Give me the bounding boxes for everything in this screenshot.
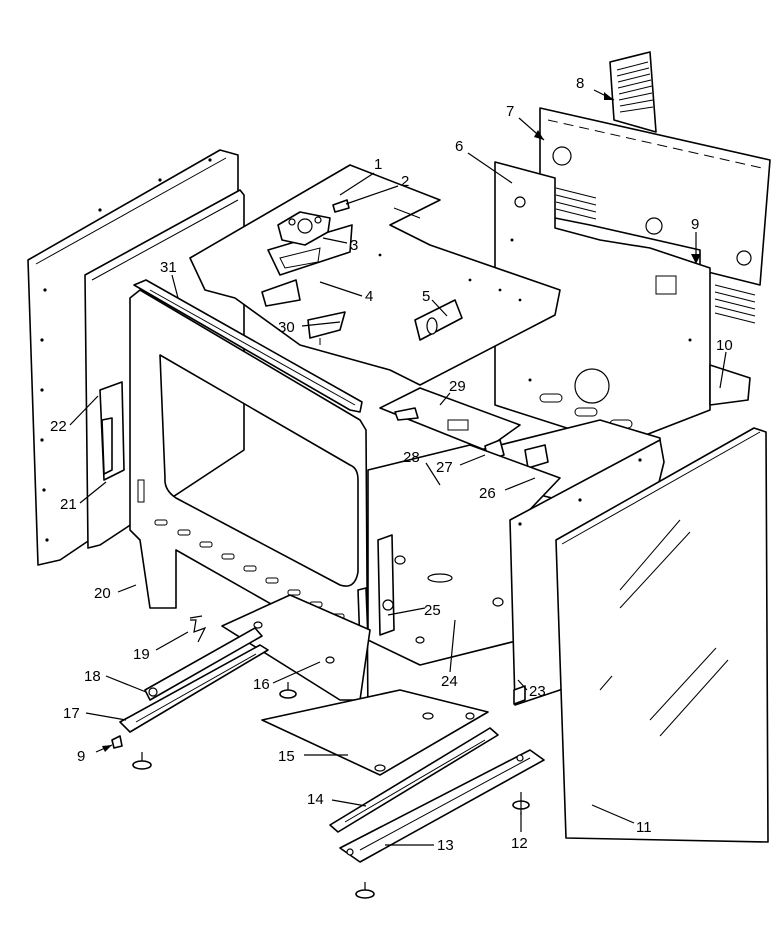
part-base-channel	[339, 749, 545, 863]
callout-4: 4	[365, 288, 373, 305]
callout-23: 23	[529, 683, 546, 700]
screw	[111, 735, 123, 749]
callout-18: 18	[84, 668, 101, 685]
callout-labels: 1 2 3 4 5 6 7 8 9 9 10 11 12 13 14 15 16…	[50, 75, 733, 854]
part-clip	[189, 615, 207, 643]
callout-28: 28	[403, 449, 420, 466]
callout-14: 14	[307, 791, 324, 808]
callout-21: 21	[60, 496, 77, 513]
callout-3: 3	[350, 237, 358, 254]
leveling-leg-left	[132, 752, 152, 770]
callout-29: 29	[449, 378, 466, 395]
part-top-panel	[189, 164, 561, 386]
callout-20: 20	[94, 585, 111, 602]
part-left-base-rail	[119, 627, 269, 733]
leveling-leg-center	[279, 682, 297, 699]
callout-19: 19	[133, 646, 150, 663]
callout-8: 8	[576, 75, 584, 92]
part-vent-grille	[609, 51, 657, 133]
part-inner-back-panel	[494, 161, 711, 446]
callout-22: 22	[50, 418, 67, 435]
callout-12: 12	[511, 835, 528, 852]
part-front-base-rail	[329, 727, 499, 833]
part-side-rail	[709, 364, 751, 406]
callout-7: 7	[506, 103, 514, 120]
part-bottom-plate	[221, 594, 371, 701]
callout-5: 5	[422, 288, 430, 305]
callout-15: 15	[278, 748, 295, 765]
callout-24: 24	[441, 673, 458, 690]
part-top-trim-rail	[133, 279, 363, 413]
callout-27: 27	[436, 459, 453, 476]
callout-31: 31	[160, 259, 177, 276]
callout-9-top: 9	[691, 216, 699, 233]
callout-6: 6	[455, 138, 463, 155]
callout-25: 25	[424, 602, 441, 619]
callout-16: 16	[253, 676, 270, 693]
part-door-glass	[555, 427, 769, 843]
leader-arrows	[102, 92, 701, 752]
callout-9-bottom: 9	[77, 748, 85, 765]
leveling-leg-right	[512, 792, 530, 815]
callout-1: 1	[374, 156, 382, 173]
part-heat-shield	[379, 387, 521, 451]
callout-2: 2	[401, 173, 409, 190]
callout-26: 26	[479, 485, 496, 502]
callout-11: 11	[636, 819, 652, 836]
callout-13: 13	[437, 837, 454, 854]
callout-17: 17	[63, 705, 80, 722]
callout-30: 30	[278, 319, 295, 336]
leveling-leg-front	[355, 882, 375, 899]
callout-10: 10	[716, 337, 733, 354]
part-bottom-cover	[261, 689, 489, 776]
leader-lines	[69, 89, 727, 846]
